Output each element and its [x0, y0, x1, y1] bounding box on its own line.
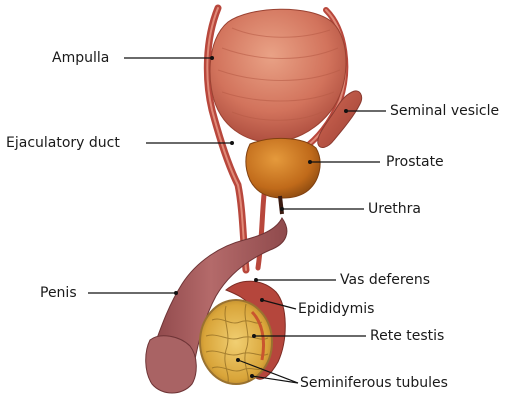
glans [145, 335, 197, 394]
label-penis: Penis [40, 285, 77, 301]
urethra [278, 195, 284, 215]
label-epididymis: Epididymis [298, 301, 375, 317]
testis [199, 299, 273, 385]
label-seminiferous-tubules: Seminiferous tubules [300, 375, 448, 391]
label-seminal-vesicle: Seminal vesicle [390, 103, 500, 119]
leader-dots [174, 56, 348, 378]
prostate [245, 137, 321, 199]
label-vas-deferens: Vas deferens [340, 272, 431, 288]
bladder [209, 8, 347, 143]
leader-tubules-a [237, 359, 299, 384]
bladder-muscle-fibers [217, 27, 341, 121]
leader-tubules-b [251, 375, 299, 384]
rete-testis [250, 310, 266, 361]
seminal-vesicle [317, 90, 363, 148]
label-prostate: Prostate [386, 154, 444, 170]
label-rete-testis: Rete testis [370, 328, 445, 344]
label-ejaculatory-duct: Ejaculatory duct [6, 135, 120, 151]
label-ampulla: Ampulla [52, 50, 110, 66]
seminiferous-tubules-texture [205, 303, 269, 383]
leader-epididymis [261, 299, 297, 310]
leader-lines [88, 57, 386, 384]
label-urethra: Urethra [368, 201, 422, 217]
